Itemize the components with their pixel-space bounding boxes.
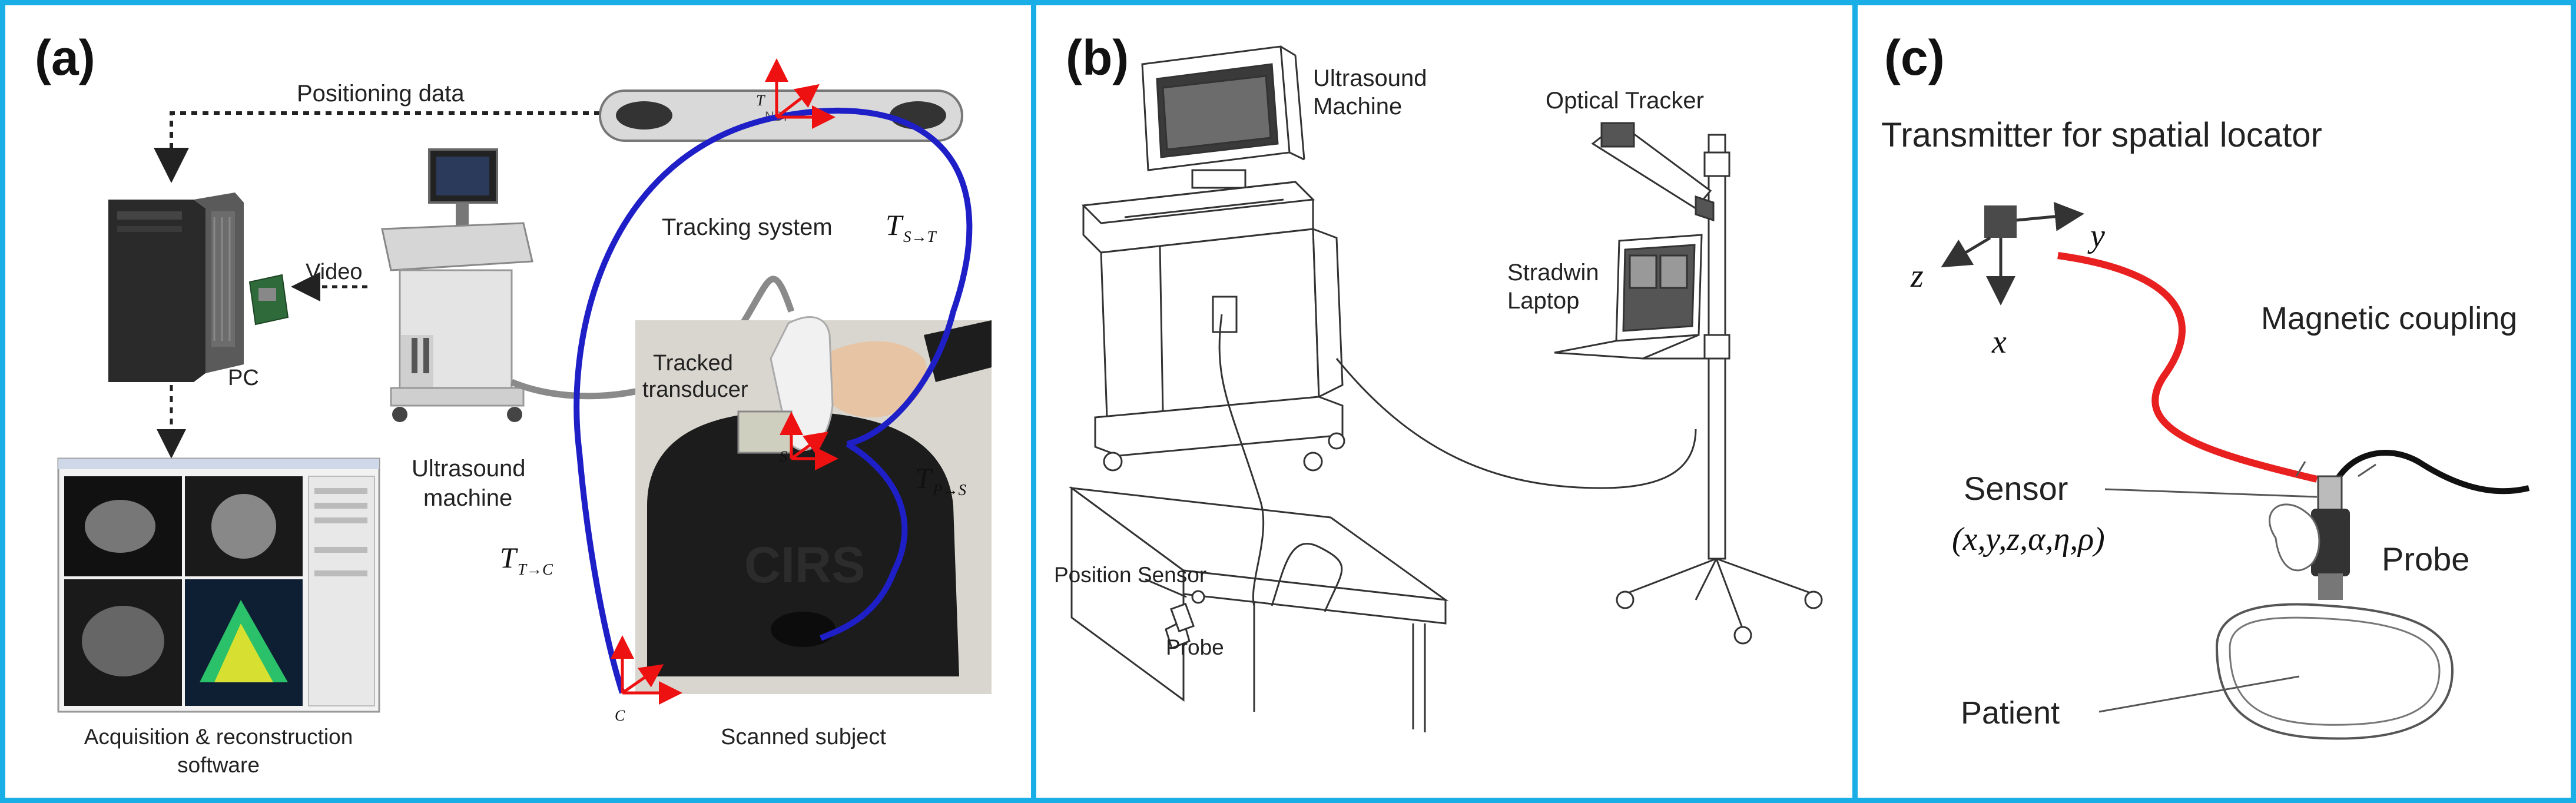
probe-cable <box>2326 450 2530 501</box>
probe-drawing <box>2311 475 2350 600</box>
transform-t-to-c-main: T <box>500 541 518 574</box>
probe-label: Probe <box>2382 540 2469 578</box>
sensor-leader <box>2104 488 2318 498</box>
panel-c-label: (c) <box>1884 30 1945 85</box>
phantom-text: CIRS <box>744 537 865 593</box>
sensor-cable <box>1271 543 1343 612</box>
patient-outline <box>2215 603 2454 740</box>
positioning-data-arrow <box>154 111 600 183</box>
frame-s <box>780 412 838 470</box>
point-c-label: C <box>615 707 625 724</box>
transform-p-to-s-main: T <box>915 462 933 495</box>
panel-b: (b) Ultrasound Machine <box>1031 0 1858 803</box>
rotation-marks <box>2295 461 2376 477</box>
pc-label: PC <box>228 366 259 390</box>
transmitter-label: Transmitter for spatial locator <box>1881 116 2322 154</box>
patient-leader <box>2098 675 2300 713</box>
panel-a: (a) Positioning data NDI PC Video <box>0 0 1036 803</box>
optical-tracker-label: Optical Tracker <box>1546 88 1704 114</box>
transform-s-to-t-sub: S→T <box>903 228 937 245</box>
point-s-label: S <box>780 448 787 465</box>
point-t-label: T <box>756 92 765 109</box>
magnetic-coupling-label: Magnetic coupling <box>2261 301 2517 336</box>
frame-c <box>611 635 682 705</box>
tracking-system-label: Tracking system <box>662 214 833 240</box>
transform-p-to-s: T P→S <box>915 462 966 499</box>
transmitter-cube <box>1984 205 2017 238</box>
transform-s-to-t: T S→T <box>886 208 937 245</box>
stradwin-label-line1: Stradwin <box>1507 260 1599 286</box>
sensor-coords: (x,y,z,α,η,ρ) <box>1952 521 2105 558</box>
panel-a-label: (a) <box>35 30 95 85</box>
panel-b-diagram: (b) Ultrasound Machine <box>1054 30 1823 732</box>
optical-tracker-stand <box>1591 122 1823 645</box>
panel-a-diagram: (a) Positioning data NDI PC Video <box>35 30 992 777</box>
tracked-transducer-label-line2: transducer <box>642 377 748 402</box>
transform-t-to-c: T T→C <box>500 541 553 578</box>
loop-t-to-c <box>573 114 778 694</box>
probe-drawing <box>1165 590 1205 649</box>
stradwin-label-line2: Laptop <box>1507 288 1579 314</box>
ultrasound-machine-drawing <box>1081 45 1345 472</box>
transform-t-to-c-sub: T→C <box>518 560 553 578</box>
scanned-subject-photo: CIRS <box>635 316 992 694</box>
loop-s-to-t <box>776 107 973 447</box>
hand-drawing <box>2269 503 2320 572</box>
software-screenshot <box>57 457 380 713</box>
panel-b-label: (b) <box>1066 30 1129 85</box>
panel-c-diagram: (c) Transmitter for spatial locator y z … <box>1881 30 2530 740</box>
axis-z-arrow <box>1941 236 1991 268</box>
ultrasound-machine-label-line1: Ultrasound <box>412 456 525 482</box>
probe-cable <box>1218 314 1265 606</box>
video-label: Video <box>306 260 363 284</box>
software-label-line2: software <box>177 753 260 777</box>
axis-y-label: y <box>2087 218 2105 254</box>
stradwin-laptop-drawing <box>1554 234 1708 360</box>
ultrasound-machine-label-line2: Machine <box>1313 94 1402 120</box>
probe-label: Probe <box>1166 635 1224 659</box>
tracked-transducer-label-line1: Tracked <box>653 351 733 376</box>
positioning-data-label: Positioning data <box>297 81 465 107</box>
ultrasound-machine-label-line2: machine <box>423 485 512 511</box>
axis-z-label: z <box>1910 258 1924 294</box>
pc-tower <box>108 193 244 382</box>
axis-y-arrow <box>2016 201 2084 231</box>
patient-inner-outline <box>2229 616 2441 726</box>
magnetic-coupling-line <box>2057 252 2318 483</box>
frame-t <box>765 58 836 129</box>
position-sensor-label: Position Sensor <box>1054 563 1206 587</box>
sensor-label: Sensor <box>1964 470 2068 507</box>
transform-s-to-t-main: T <box>886 208 904 241</box>
scanned-subject-label: Scanned subject <box>721 725 886 749</box>
patient-label: Patient <box>1961 695 2060 731</box>
software-label-line1: Acquisition & reconstruction <box>84 725 353 749</box>
ultrasound-machine-label-line1: Ultrasound <box>1313 65 1427 91</box>
exam-bed-drawing <box>1068 486 1449 732</box>
tracker-cable <box>1335 358 1697 489</box>
transform-p-to-s-sub: P→S <box>932 481 966 499</box>
video-card <box>248 274 289 326</box>
ultrasound-cart <box>381 148 533 422</box>
position-sensor-leader <box>1145 578 1187 598</box>
axis-x-label: x <box>1991 324 2007 360</box>
panel-c: (c) Transmitter for spatial locator y z … <box>1852 0 2576 803</box>
loop-p-to-s <box>820 441 908 641</box>
